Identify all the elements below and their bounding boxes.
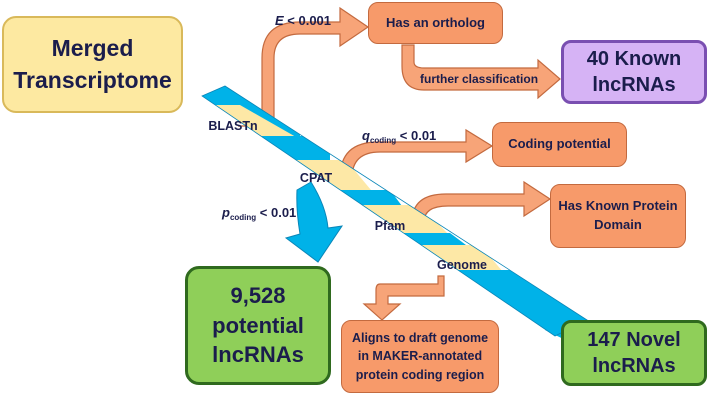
potential-lncrnas-box: 9,528 potential lncRNAs: [185, 266, 331, 385]
qcoding-threshold-label: qcoding < 0.01: [362, 128, 437, 145]
coding-potential-box: Coding potential: [492, 122, 627, 167]
blastn-label: BLASTn: [208, 119, 258, 133]
cpat-label: CPAT: [299, 171, 333, 185]
merged-transcriptome-box: Merged Transcriptome: [2, 16, 183, 113]
pcoding-threshold-label: pcoding < 0.01: [222, 205, 297, 222]
potential-branch-arrow: [284, 181, 344, 263]
novel-lncrnas-box: 147 Novel lncRNAs: [561, 320, 707, 386]
protein-domain-box: Has Known Protein Domain: [550, 184, 686, 248]
evalue-threshold-label: E < 0.001: [275, 13, 332, 28]
pfam-label: Pfam: [374, 219, 406, 233]
genome-label: Genome: [436, 258, 488, 272]
protein-arrow: [411, 180, 552, 223]
aligns-arrow: [362, 275, 445, 321]
known-lncrnas-box: 40 Known lncRNAs: [561, 40, 707, 104]
aligns-genome-box: Aligns to draft genome in MAKER-annotate…: [341, 320, 499, 393]
further-classification-arrow: [401, 44, 561, 100]
ortholog-box: Has an ortholog: [368, 2, 503, 44]
further-classification-label: further classification: [420, 72, 539, 86]
